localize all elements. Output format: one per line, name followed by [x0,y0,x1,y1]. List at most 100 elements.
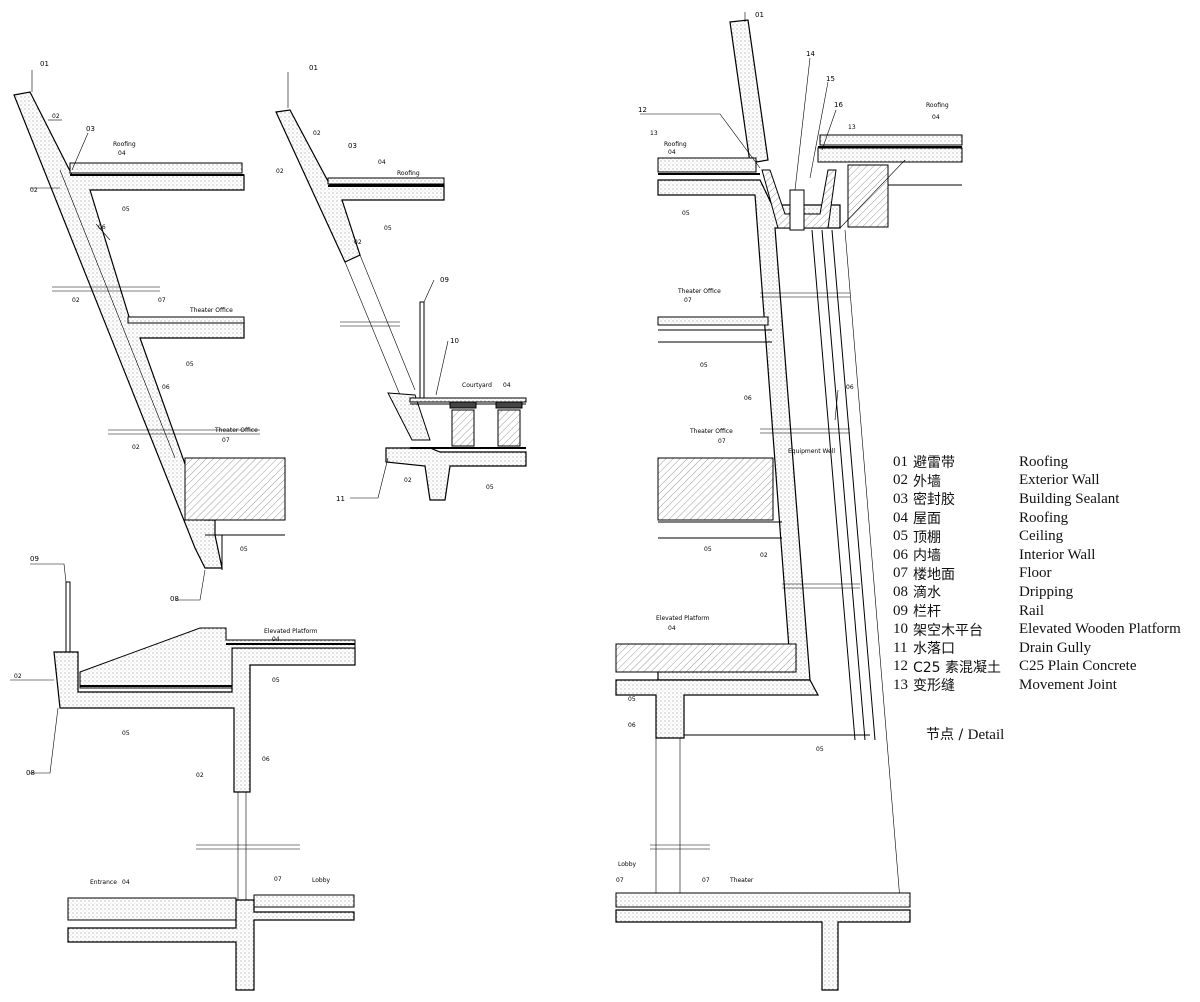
callout-05: 05 [628,696,636,703]
detail-c [10,563,356,991]
callout-02: 02 [14,673,22,680]
legend-num: 09 [893,602,908,619]
callout-02: 02 [196,772,204,779]
tag-elevated-platform: Elevated Platform [264,628,318,635]
legend-item: 07 楼地面 Floor [893,565,1193,584]
callout-01: 01 [755,11,764,19]
tag-equipment-well: Equipment Well [788,448,835,455]
callout-07: 07 [274,876,282,883]
callout-04: 04 [378,159,386,166]
legend-num: 01 [893,453,908,470]
callout-05: 05 [384,225,392,232]
callout-09: 09 [30,555,39,563]
callout-15: 15 [826,75,835,83]
legend-cn: 滴水 [913,585,941,602]
legend-cn: C25 素混凝土 [913,659,1002,676]
callout-02: 02 [52,113,60,120]
tag-theater-office: Theater Office [214,427,258,434]
tag-entrance: Entrance [90,879,117,886]
legend-num: 07 [893,565,908,582]
callout-03: 03 [348,142,357,150]
callout-14: 14 [806,50,815,58]
legend-cn: 变形缝 [913,678,955,695]
callout-07: 07 [158,297,166,304]
callout-16: 16 [834,101,843,109]
callout-01: 01 [40,60,49,68]
callout-05: 05 [272,677,280,684]
legend-en: Floor [1019,565,1052,582]
tag-courtyard: Courtyard [462,382,492,389]
legend-cn: 避雷带 [913,455,955,472]
legend-en: Drain Gully [1019,639,1092,656]
legend-cn: 屋面 [913,511,941,528]
callout-05: 05 [122,206,130,213]
callout-02: 02 [30,187,38,194]
legend-en: Movement Joint [1019,676,1117,693]
tag-theater-office: Theater Office [189,307,233,314]
tag-roofing: Roofing [926,102,949,109]
legend-en: Interior Wall [1019,546,1096,563]
callout-07: 07 [684,297,692,304]
callout-05: 05 [704,546,712,553]
legend-en: Building Sealant [1019,490,1120,507]
tag-roofing: Roofing [664,141,687,148]
callout-06: 06 [262,756,270,763]
callout-04: 04 [668,625,676,632]
callout-06: 06 [162,384,170,391]
callout-12: 12 [638,106,647,114]
tag-theater-office: Theater Office [689,428,733,435]
legend-num: 03 [893,490,908,507]
callout-07: 07 [718,438,726,445]
callout-05: 05 [486,484,494,491]
callout-07: 07 [222,437,230,444]
callout-10: 10 [450,337,459,345]
detail-c-labels: 09 Elevated Platform 04 02 05 05 06 02 0… [14,555,331,886]
callout-05: 05 [186,361,194,368]
tag-elevated-platform: Elevated Platform [656,615,710,622]
callout-02: 02 [404,477,412,484]
legend-item: 08 滴水 Dripping [893,583,1193,602]
callout-06: 06 [98,224,106,231]
legend-num: 05 [893,528,908,545]
detail-d [615,12,963,991]
legend-en: C25 Plain Concrete [1019,658,1137,675]
tag-lobby: Lobby [312,877,331,884]
callout-13: 13 [650,130,658,137]
legend-num: 08 [893,583,908,600]
callout-06: 06 [628,722,636,729]
callout-13: 13 [848,124,856,131]
callout-02: 02 [72,297,80,304]
callout-07: 07 [616,877,624,884]
legend-cn: 密封胶 [913,492,955,509]
legend-en: Ceiling [1019,528,1064,545]
legend-num: 02 [893,472,908,489]
legend-en: Dripping [1019,583,1074,600]
callout-05: 05 [122,730,130,737]
callout-02: 02 [132,444,140,451]
caption-en: Detail [967,727,1005,743]
tag-lobby: Lobby [618,861,637,868]
detail-a-labels: 01 02 03 Roofing 04 02 05 06 02 07 Theat… [30,60,258,603]
callout-05: 05 [816,746,824,753]
callout-09: 09 [440,276,449,284]
tag-theater: Theater [729,877,754,884]
legend-cn: 楼地面 [913,566,955,583]
callout-04: 04 [272,636,280,643]
callout-04: 04 [668,149,676,156]
callout-05: 05 [700,362,708,369]
legend-num: 11 [893,639,908,656]
legend-item: 03 密封胶 Building Sealant [893,490,1193,509]
legend-cn: 栏杆 [913,604,941,621]
legend-cn: 外墙 [913,473,941,490]
callout-02: 02 [276,168,284,175]
legend-cn: 水落口 [913,641,955,658]
